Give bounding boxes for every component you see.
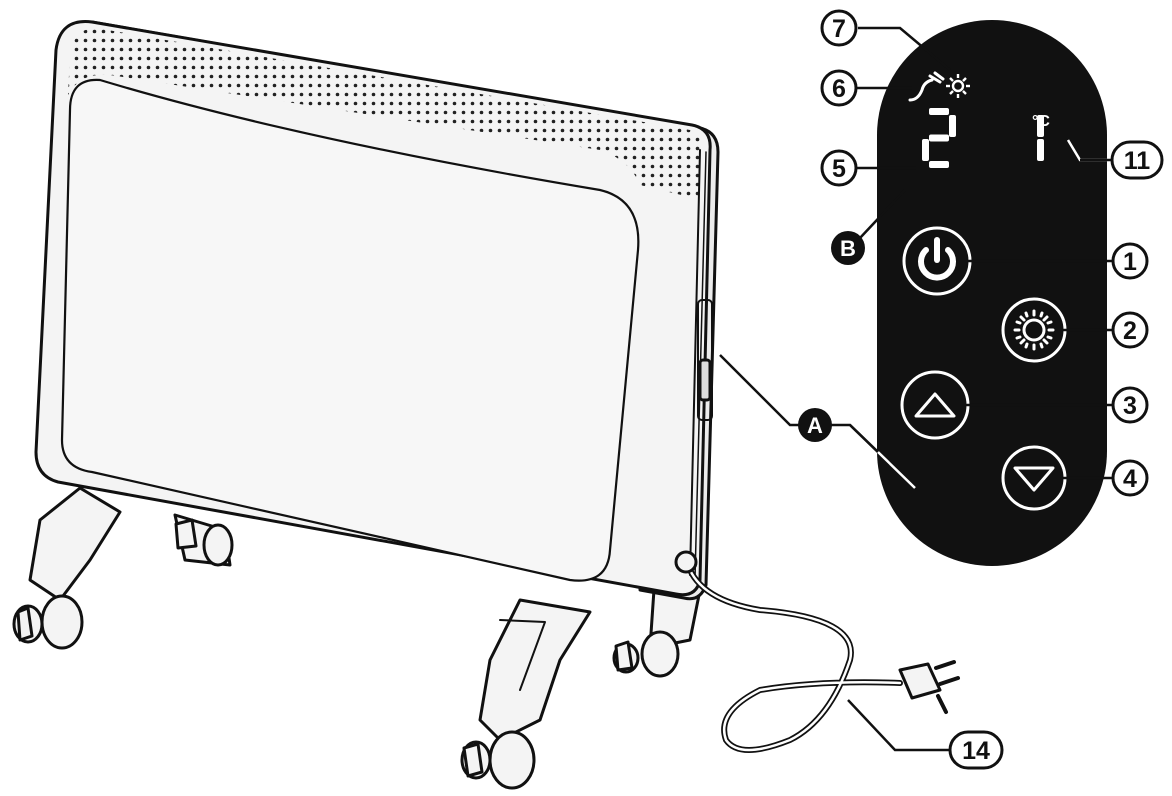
callout-6: 6 — [822, 71, 856, 105]
svg-text:5: 5 — [832, 155, 846, 183]
power-button[interactable] — [904, 228, 970, 294]
svg-text:3: 3 — [1123, 392, 1137, 420]
callout-14: 14 — [950, 732, 1002, 768]
heat-button[interactable] — [1003, 299, 1065, 361]
segment-e — [922, 139, 929, 161]
callout-1: 1 — [1113, 244, 1147, 278]
segment-c — [1037, 139, 1044, 161]
svg-text:11: 11 — [1124, 147, 1151, 175]
svg-text:A: A — [807, 413, 823, 438]
heater — [14, 22, 958, 788]
segment-d — [929, 161, 949, 168]
callout-2: 2 — [1113, 313, 1147, 347]
svg-text:1: 1 — [1123, 248, 1137, 276]
svg-text:B: B — [840, 236, 856, 261]
callout-7: 7 — [822, 11, 856, 45]
segment-a — [929, 108, 949, 115]
temperature-up-button[interactable] — [902, 372, 968, 438]
svg-text:2: 2 — [1123, 317, 1137, 345]
temperature-unit: °C — [1032, 113, 1050, 130]
callout-5: 5 — [822, 151, 856, 185]
segment-g — [929, 135, 949, 142]
callout-b: B — [831, 231, 865, 265]
foot-mid-left — [175, 515, 232, 565]
callout-3: 3 — [1113, 388, 1147, 422]
callout-4: 4 — [1113, 461, 1147, 495]
callout-a: A — [798, 408, 832, 442]
foot-front-right — [462, 600, 590, 788]
foot-back-left — [14, 488, 120, 648]
svg-text:6: 6 — [832, 75, 846, 103]
svg-text:4: 4 — [1123, 465, 1137, 493]
callout-11: 11 — [1112, 142, 1162, 178]
temperature-down-button[interactable] — [1003, 447, 1065, 509]
plug — [900, 662, 958, 712]
svg-text:14: 14 — [962, 737, 990, 765]
segment-b — [949, 115, 956, 137]
svg-text:7: 7 — [832, 15, 846, 43]
